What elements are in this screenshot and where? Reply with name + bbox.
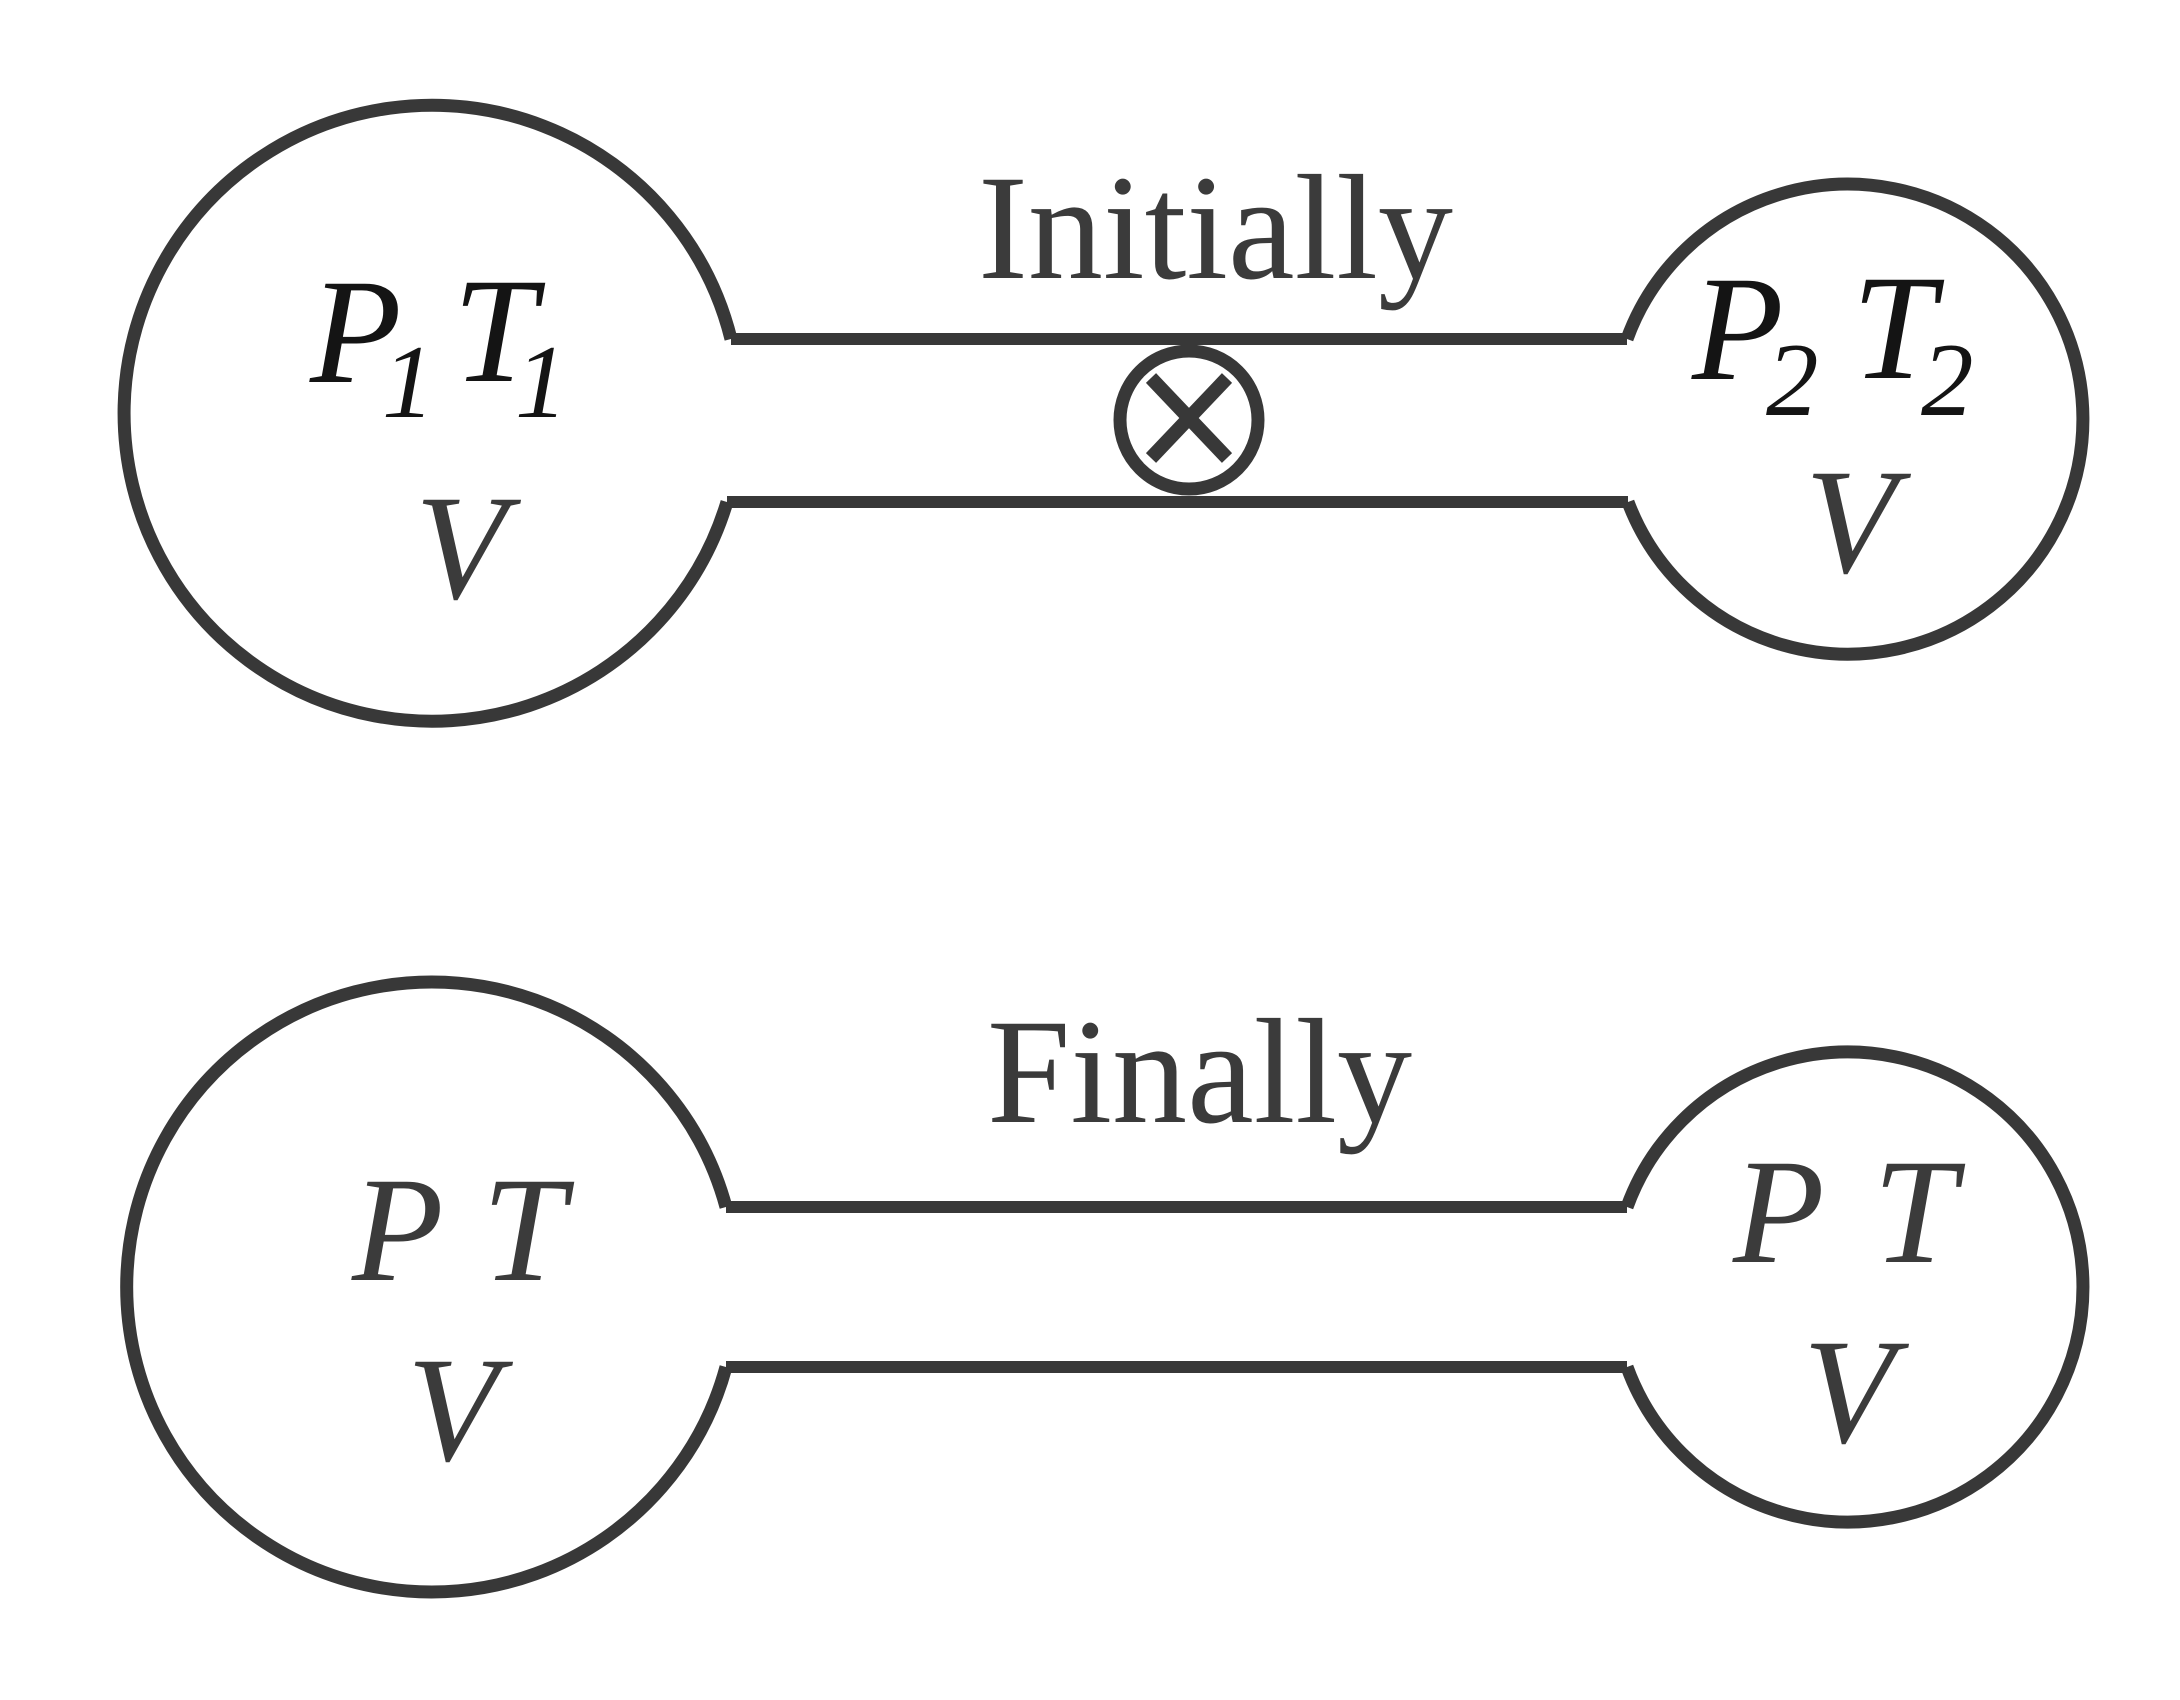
initial-state-diagram <box>117 98 2090 728</box>
initial-title: Initially <box>978 145 1453 311</box>
temperature-symbol: T <box>1852 245 1945 411</box>
pressure-symbol: P <box>1732 1129 1825 1295</box>
volume-symbol: V <box>407 1327 514 1493</box>
temperature-symbol: T <box>1873 1129 1966 1295</box>
volume-symbol: V <box>415 465 522 631</box>
final-left-bulb-labels: P T V <box>351 1147 575 1493</box>
final-state-diagram <box>120 975 2090 1599</box>
temperature-symbol: T <box>453 248 546 414</box>
final-right-bulb-labels: P T V <box>1732 1129 1966 1475</box>
temperature-subscript: 2 <box>1921 321 1974 438</box>
initial-left-bulb-labels: P 1 T 1 V <box>309 248 568 631</box>
valve-x-stroke-2 <box>1145 373 1233 463</box>
pressure-symbol: P <box>309 249 402 415</box>
pressure-symbol: P <box>1691 246 1784 412</box>
final-title: Finally <box>987 989 1412 1155</box>
temperature-subscript: 1 <box>515 323 568 440</box>
closed-valve-icon <box>1113 344 1265 496</box>
initial-right-bulb-outline <box>1620 177 2090 661</box>
temperature-symbol: T <box>482 1147 575 1313</box>
volume-symbol: V <box>1803 1309 1910 1475</box>
pressure-subscript: 1 <box>382 323 435 440</box>
pressure-subscript: 2 <box>1766 321 1819 438</box>
pressure-symbol: P <box>351 1147 444 1313</box>
volume-symbol: V <box>1805 439 1912 605</box>
initial-right-bulb-labels: P 2 T 2 V <box>1691 245 1974 605</box>
initial-left-bulb-outline <box>117 98 738 728</box>
final-right-bulb-outline <box>1620 1045 2090 1529</box>
final-left-bulb-outline <box>120 975 733 1599</box>
